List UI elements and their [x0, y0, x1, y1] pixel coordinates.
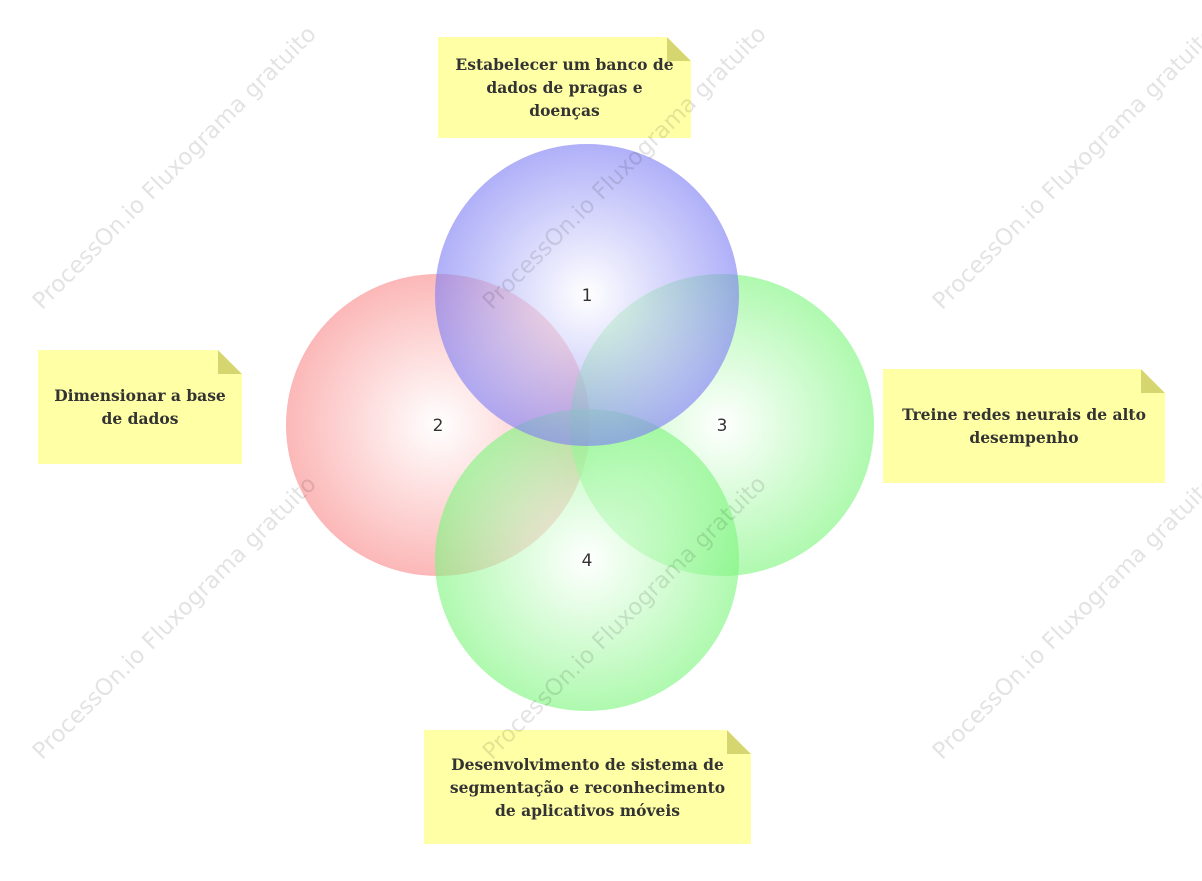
circle-label-2: 2: [433, 416, 444, 436]
note-text: Dimensionar a base de dados: [54, 386, 226, 428]
note-dimension-database[interactable]: Dimensionar a base de dados: [38, 350, 242, 464]
circle-label-1: 1: [582, 286, 593, 306]
circle-4-green[interactable]: [435, 409, 739, 711]
note-database-pests[interactable]: Estabelecer um banco de dados de pragas …: [438, 37, 691, 138]
note-text: Estabelecer um banco de dados de pragas …: [455, 55, 674, 120]
note-text: Desenvolvimento de sistema de segmentaçã…: [449, 754, 726, 820]
note-train-neural-nets[interactable]: Treine redes neurais de alto desempenho: [883, 369, 1165, 483]
note-segmentation-system[interactable]: Desenvolvimento de sistema de segmentaçã…: [424, 730, 751, 844]
circle-1-blue[interactable]: [435, 144, 739, 446]
note-text: Treine redes neurais de alto desempenho: [902, 405, 1146, 447]
circle-label-3: 3: [717, 416, 728, 436]
circle-label-4: 4: [582, 551, 593, 571]
